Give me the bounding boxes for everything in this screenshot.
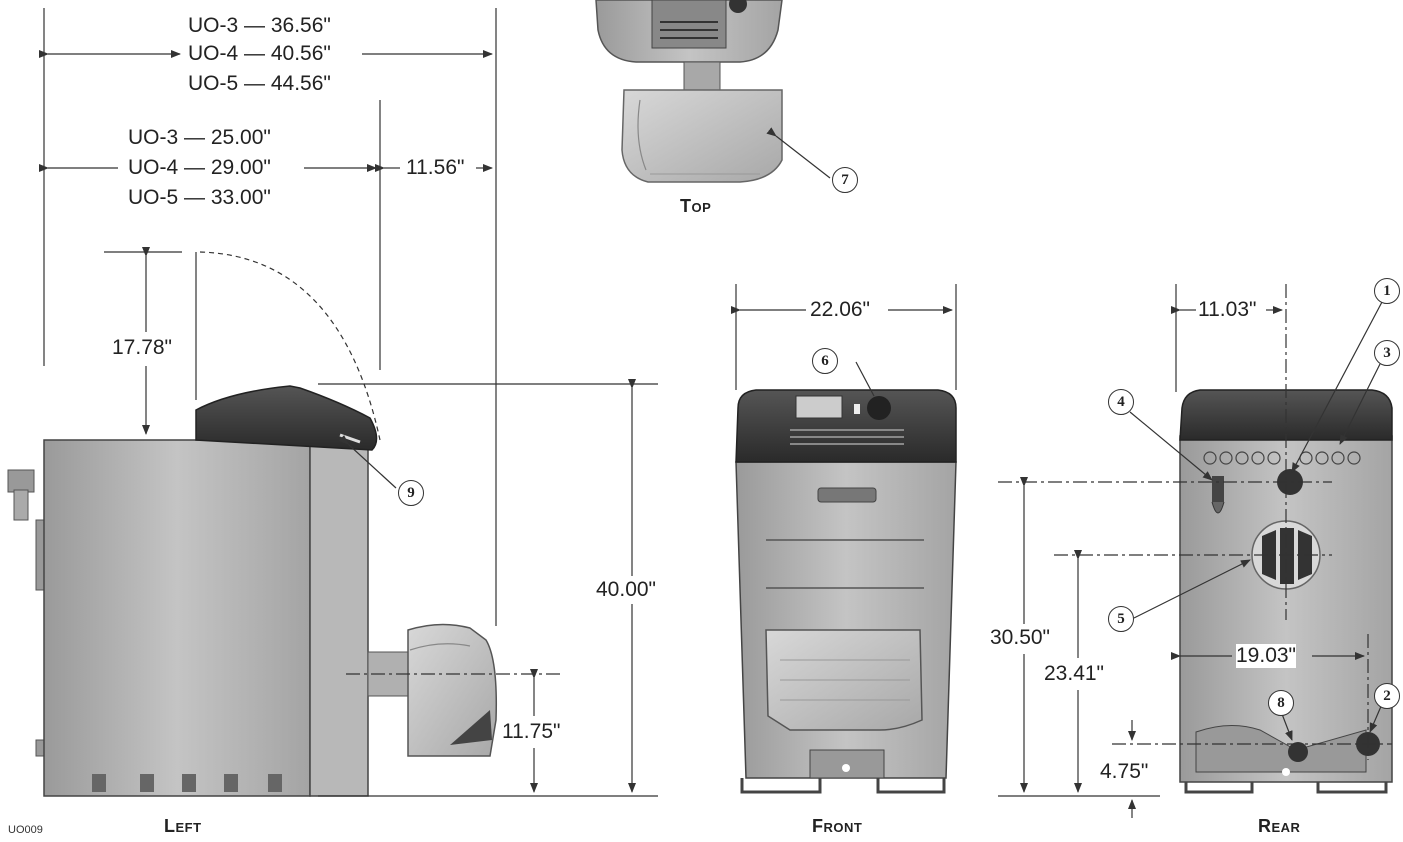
callout-8: 8 (1268, 690, 1294, 716)
callout-3: 3 (1374, 340, 1400, 366)
burner-height: 11.75" (502, 720, 561, 744)
jacket-length-uo5: UO-5 — 33.00" (128, 186, 271, 210)
left-view (7, 385, 498, 797)
burner-projection: 11.56" (406, 156, 465, 180)
view-caption-top: Top (680, 196, 712, 216)
rear-leg-width: 19.03" (1236, 644, 1297, 668)
view-caption-left: Left (164, 816, 202, 836)
overall-length-uo4: UO-4 — 40.56" (188, 42, 331, 66)
dimension-lines (39, 8, 1392, 818)
callout-5: 5 (1108, 606, 1134, 632)
callout-1: 1 (1374, 278, 1400, 304)
overall-height: 40.00" (596, 578, 657, 602)
callout-6: 6 (812, 348, 838, 374)
return-height: 4.75" (1100, 760, 1149, 784)
top-view (595, 0, 783, 183)
view-caption-front: Front (812, 816, 863, 836)
callout-4: 4 (1108, 389, 1134, 415)
view-caption-rear: Rear (1258, 816, 1301, 836)
overall-length-uo3: UO-3 — 36.56" (188, 14, 331, 38)
callout-2: 2 (1374, 683, 1400, 709)
front-view (735, 389, 957, 794)
rear-half-width: 11.03" (1198, 298, 1257, 322)
overall-length-uo5: UO-5 — 44.56" (188, 72, 331, 96)
front-width: 22.06" (810, 298, 871, 322)
door-swing-clearance: 17.78" (112, 336, 173, 360)
flue-height: 23.41" (1044, 662, 1105, 686)
jacket-length-uo3: UO-3 — 25.00" (128, 126, 271, 150)
callout-7: 7 (832, 167, 858, 193)
supply-height: 30.50" (990, 626, 1051, 650)
callout-9: 9 (398, 480, 424, 506)
drawing-id: UO009 (8, 824, 43, 836)
jacket-length-uo4: UO-4 — 29.00" (128, 156, 271, 180)
